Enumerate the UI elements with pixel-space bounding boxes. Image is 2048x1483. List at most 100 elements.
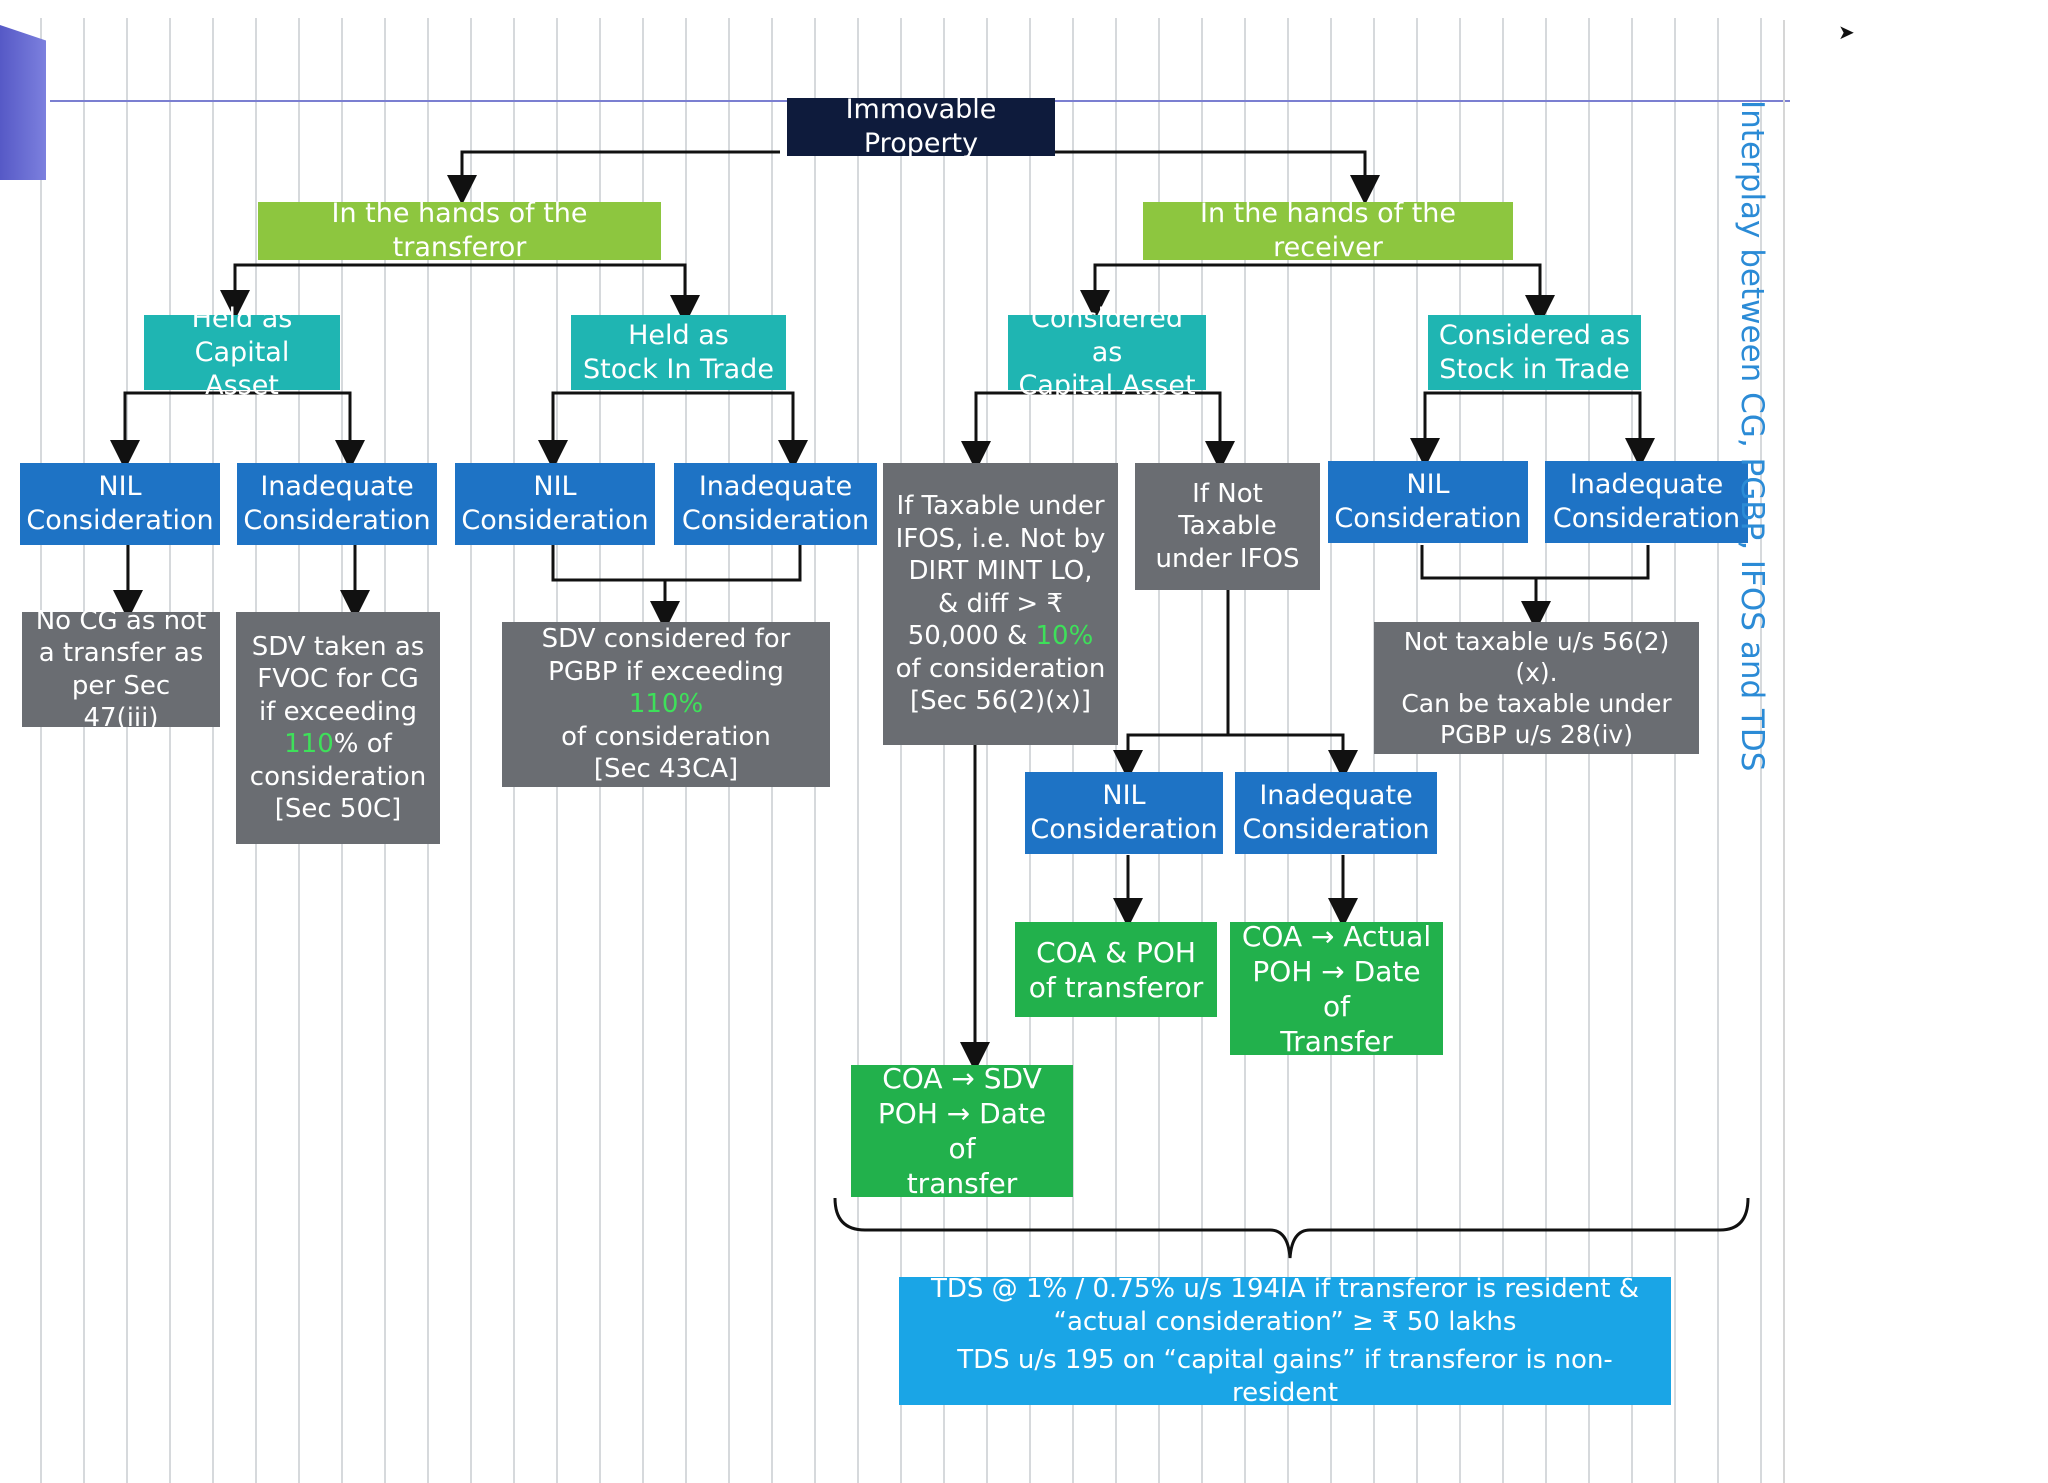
considered-capital-line: Capital Asset xyxy=(1018,370,1196,402)
taxable-line: IFOS, i.e. Not by xyxy=(895,523,1106,554)
receiver-node: In the hands of the receiver xyxy=(1143,198,1513,263)
result-line: No CG as not xyxy=(35,605,207,636)
no-cg-result: No CG as not a transfer as per Sec 47(ii… xyxy=(22,606,220,733)
result-line: SDV taken as xyxy=(251,631,425,662)
cursor-icon: ➤ xyxy=(1838,20,1855,44)
sdv-percent: 110 xyxy=(284,729,334,759)
tds-line: TDS @ 1% / 0.75% u/s 194IA if transferor… xyxy=(931,1274,1639,1304)
inadequate-line: Consideration xyxy=(1552,503,1741,534)
right-rule xyxy=(1783,20,1785,1483)
inadequate-line: Consideration xyxy=(243,505,431,536)
result-line: transfer xyxy=(906,1167,1018,1200)
root-label: Immovable Property xyxy=(845,94,997,159)
nil-line: NIL xyxy=(1406,469,1450,501)
pgbp-percent: 110% xyxy=(628,689,704,720)
not-taxable-line: If Not xyxy=(1192,478,1263,509)
result-line: FVOC for CG xyxy=(257,664,419,694)
inadequate-line: Inadequate xyxy=(1569,469,1724,501)
result-line: a transfer as xyxy=(38,638,204,668)
inadequate-line: Consideration xyxy=(1242,814,1430,845)
held-stock-line: Held as xyxy=(628,319,729,351)
coa-sdv-result: COA → SDV POH → Date of transfer xyxy=(851,1062,1073,1200)
result-line: of consideration xyxy=(561,721,771,752)
side-title-text: Interplay between CG, PGBP, IFOS and TDS xyxy=(1734,100,1770,772)
taxable-line: & diff > ₹ xyxy=(937,588,1064,619)
tds-line: “actual consideration” ≥ ₹ 50 lakhs xyxy=(1053,1306,1517,1337)
result-line: of transferor xyxy=(1028,970,1204,1004)
inadequate-line: Inadequate xyxy=(698,471,853,503)
result-line: COA & POH xyxy=(1036,935,1196,969)
not-taxable-line: under IFOS xyxy=(1155,543,1300,574)
result-line: COA → SDV xyxy=(882,1062,1042,1095)
held-capital-line: Held as xyxy=(191,302,293,334)
nil-line: Consideration xyxy=(26,505,214,536)
transferor-capital-inadequate-node: Inadequate Consideration xyxy=(237,463,437,545)
transferor-label: In the hands of the transferor xyxy=(331,198,588,263)
result-line: COA → Actual xyxy=(1241,919,1432,953)
nil-line: Consideration xyxy=(461,505,649,536)
held-capital-line: Capital Asset xyxy=(194,336,290,402)
sdv-fvoc-result: SDV taken as FVOC for CG if exceeding 11… xyxy=(236,612,440,844)
root-node: Immovable Property xyxy=(787,94,1055,159)
taxable-line: 50,000 & 10% xyxy=(908,620,1094,653)
not-taxable-5622x-result: Not taxable u/s 56(2)(x). Can be taxable… xyxy=(1374,622,1699,754)
coa-actual-result: COA → Actual POH → Date of Transfer xyxy=(1230,919,1443,1058)
result-line: POH → Date of xyxy=(1252,954,1421,1023)
result-line: per Sec 47(iii) xyxy=(71,670,171,734)
coa-poh-transferor-result: COA & POH of transferor xyxy=(1015,922,1217,1017)
receiver-label: In the hands of the receiver xyxy=(1199,198,1457,263)
transferor-capital-nil-node: NIL Consideration xyxy=(20,463,220,545)
receiver-capital-inadequate-node: Inadequate Consideration xyxy=(1235,772,1437,854)
transferor-stock-nil-node: NIL Consideration xyxy=(455,463,655,545)
result-line: [Sec 43CA] xyxy=(593,754,739,785)
result-line: [Sec 50C] xyxy=(274,794,402,824)
receiver-stock-nil-node: NIL Consideration xyxy=(1328,461,1528,543)
nil-line: NIL xyxy=(1102,780,1146,812)
pgbp-text: PGBP if exceeding xyxy=(548,656,784,687)
nil-line: NIL xyxy=(533,471,577,503)
considered-capital-line: Considered as xyxy=(1030,302,1184,368)
not-taxable-line: Taxable xyxy=(1178,511,1277,542)
taxable-line: If Taxable under xyxy=(896,491,1105,522)
corner-tab xyxy=(0,25,46,180)
not-taxable-ifos-node: If Not Taxable under IFOS xyxy=(1135,463,1320,590)
result-line: SDV considered for xyxy=(541,624,791,655)
transferor-node: In the hands of the transferor xyxy=(258,198,661,263)
held-stock-line: Stock In Trade xyxy=(583,353,774,385)
considered-capital-node: Considered as Capital Asset xyxy=(1008,303,1206,401)
transferor-stock-inadequate-node: Inadequate Consideration xyxy=(674,463,877,545)
result-line: consideration xyxy=(249,761,427,792)
inadequate-line: Inadequate xyxy=(1259,780,1413,812)
tds-node: TDS @ 1% / 0.75% u/s 194IA if transferor… xyxy=(899,1274,1671,1408)
result-line: if exceeding xyxy=(258,696,418,727)
taxable-line: [Sec 56(2)(x)] xyxy=(910,686,1091,717)
result-line: POH → Date of xyxy=(877,1097,1047,1165)
nil-line: Consideration xyxy=(1030,814,1218,845)
held-capital-node: Held as Capital Asset xyxy=(144,303,340,401)
result-line: 110% of xyxy=(284,728,392,761)
taxable-line: DIRT MINT LO, xyxy=(908,556,1093,587)
considered-stock-line: Stock in Trade xyxy=(1439,353,1630,385)
result-line: Can be taxable under xyxy=(1401,689,1672,718)
side-title: Interplay between CG, PGBP, IFOS and TDS xyxy=(1734,100,1778,771)
taxable-under-ifos-node: If Taxable under IFOS, i.e. Not by DIRT … xyxy=(883,463,1118,745)
nil-line: Consideration xyxy=(1334,503,1522,534)
tds-line: TDS u/s 195 on “capital gains” if transf… xyxy=(957,1345,1613,1408)
receiver-capital-nil-node: NIL Consideration xyxy=(1025,772,1223,854)
inadequate-line: Consideration xyxy=(681,505,870,536)
considered-stock-node: Considered as Stock in Trade xyxy=(1428,315,1641,390)
sdv-pgbp-result: SDV considered for PGBP if exceeding 110… xyxy=(502,622,830,787)
sdv-percent-suffix: % of xyxy=(333,729,392,759)
receiver-stock-inadequate-node: Inadequate Consideration xyxy=(1545,461,1748,543)
result-line: Transfer xyxy=(1280,1024,1393,1058)
considered-stock-line: Considered as xyxy=(1438,319,1631,351)
result-line: Not taxable u/s 56(2)(x). xyxy=(1403,626,1670,687)
inadequate-line: Inadequate xyxy=(260,471,414,503)
nil-line: NIL xyxy=(98,471,142,503)
result-line: PGBP if exceeding 110% xyxy=(512,656,820,721)
held-stock-node: Held as Stock In Trade xyxy=(571,315,786,390)
taxable-line: of consideration xyxy=(895,653,1106,684)
result-line: PGBP u/s 28(iv) xyxy=(1440,720,1633,750)
